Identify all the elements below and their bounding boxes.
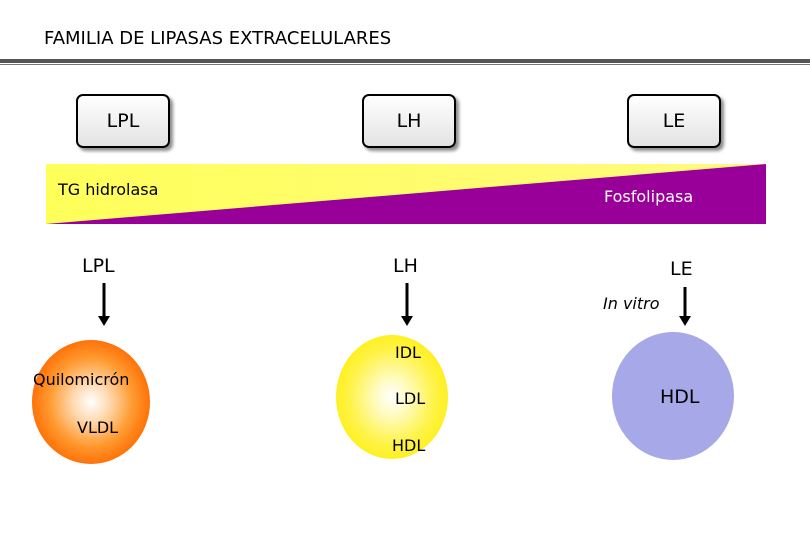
enzyme-box-le: LE xyxy=(627,94,721,148)
idl-ldl-hdl-particle xyxy=(336,335,448,459)
hdl-particle xyxy=(612,332,734,460)
enzyme-label-lpl: LPL xyxy=(82,255,115,277)
phospholipase-region xyxy=(46,164,766,224)
arrow-lh xyxy=(401,283,413,326)
hdl-label-le: HDL xyxy=(660,386,700,408)
enzyme-label-lh: LH xyxy=(393,255,418,277)
ldl-label: LDL xyxy=(395,389,426,408)
title-rule-thin xyxy=(0,64,810,65)
tg-hydrolase-label: TG hidrolasa xyxy=(58,180,159,199)
vldl-label: VLDL xyxy=(77,418,119,437)
in-vitro-note: In vitro xyxy=(603,294,660,313)
chylomicron-particle xyxy=(32,340,150,464)
phospholipase-label: Fosfolipasa xyxy=(604,187,694,206)
arrow-lpl xyxy=(98,283,110,326)
enzyme-box-lpl: LPL xyxy=(76,94,170,148)
arrow-le xyxy=(679,287,691,326)
title-rule xyxy=(0,59,810,63)
enzyme-label-le: LE xyxy=(670,258,693,280)
chylomicron-label: Quilomicrón xyxy=(33,370,130,389)
enzyme-box-lh: LH xyxy=(362,94,456,148)
hdl-label-lh: HDL xyxy=(392,436,426,455)
page-title: FAMILIA DE LIPASAS EXTRACELULARES xyxy=(44,28,392,49)
activity-band xyxy=(46,164,766,224)
idl-label: IDL xyxy=(395,343,421,362)
